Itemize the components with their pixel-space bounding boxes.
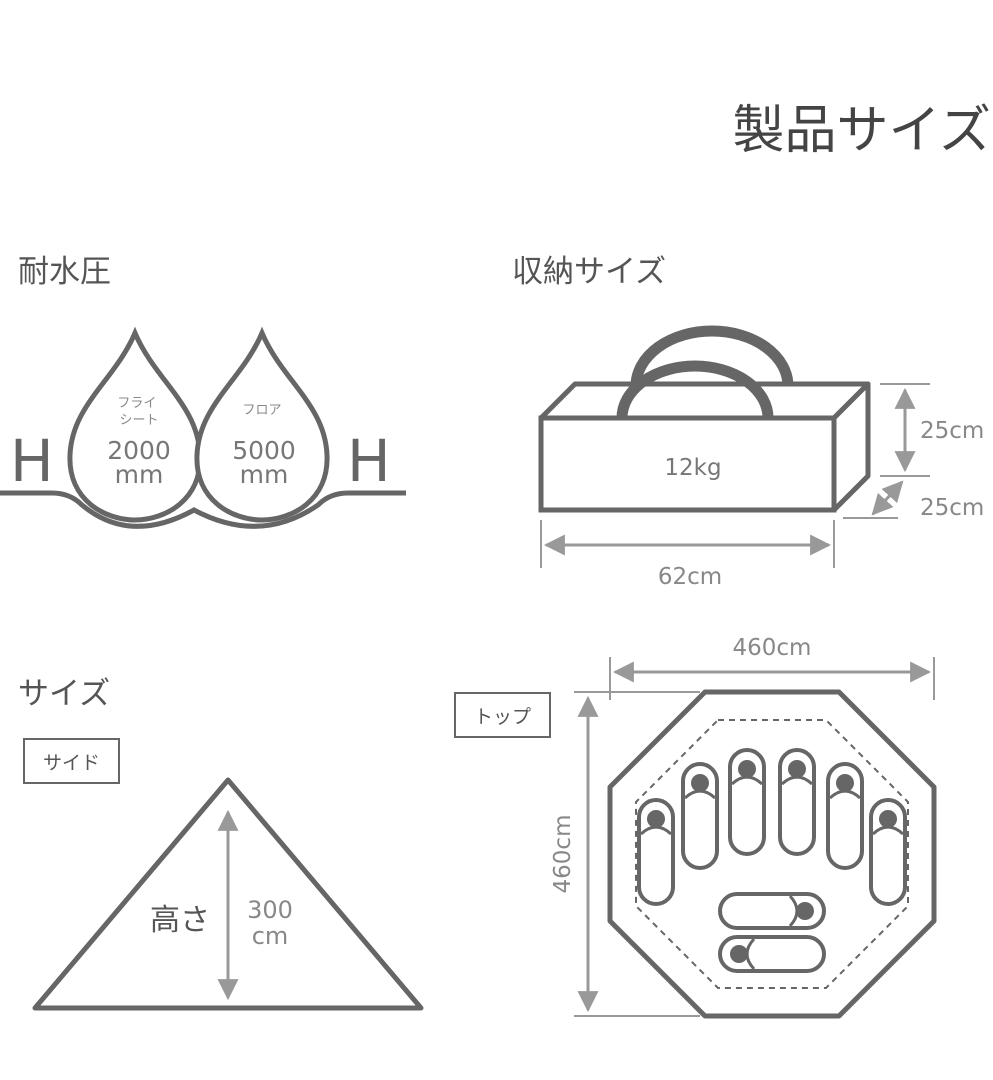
top-view-tag: トップ (454, 692, 551, 738)
h-left: H (10, 427, 54, 495)
ground-line (0, 490, 406, 529)
width-label: 62cm (658, 564, 722, 590)
tent-height-unit: cm (252, 922, 289, 950)
fly-drop-icon (67, 326, 203, 523)
water-pressure-heading: 耐水圧 (18, 254, 111, 290)
size-heading: サイズ (18, 676, 111, 712)
sleeping-bag (718, 935, 826, 973)
sleeping-bag (637, 798, 675, 906)
side-view-diagram: 高さ 300 cm (32, 777, 424, 1011)
fly-unit: mm (115, 460, 164, 489)
storage-size-heading: 収納サイズ (512, 254, 667, 290)
floor-label: フロア (242, 403, 281, 418)
sleeping-bag (728, 748, 766, 856)
fly-label: フライ シート (117, 396, 160, 428)
sleeping-bag (778, 748, 816, 856)
depth-arrow (871, 480, 904, 516)
sleeping-bag (826, 762, 864, 870)
height-label: 25cm (920, 418, 984, 444)
top-depth-label: 460cm (550, 815, 576, 894)
depth-label: 25cm (920, 495, 984, 521)
top-width-label: 460cm (733, 635, 812, 661)
inner-tent-outline (635, 719, 909, 989)
tent-height-label: 高さ (150, 903, 210, 938)
h-right: H (347, 427, 391, 495)
bag-weight: 12kg (664, 455, 721, 481)
fly-value: 2000 (107, 436, 171, 465)
side-view-tag: サイド (23, 738, 120, 784)
sleeping-bag (718, 892, 826, 930)
floor-value: 5000 (232, 436, 296, 465)
water-pressure-diagram: H H フライ シート 2000 mm フロア 5000 mm (0, 326, 406, 529)
tent-height-value: 300 (247, 896, 293, 924)
floor-drop-icon (194, 326, 330, 523)
top-view-diagram: 460cm 460cm (550, 635, 937, 1019)
sleeping-bag (681, 762, 719, 870)
bag-top-face (538, 381, 871, 421)
bag-handle-back (630, 325, 794, 387)
floor-unit: mm (240, 460, 289, 489)
sleeping-bag (869, 798, 907, 906)
page-title: 製品サイズ (732, 101, 991, 161)
bag-front-face (538, 415, 837, 513)
storage-bag-diagram: 12kg 25cm 25cm 62cm (538, 325, 984, 590)
bag-handle-front (616, 360, 774, 419)
